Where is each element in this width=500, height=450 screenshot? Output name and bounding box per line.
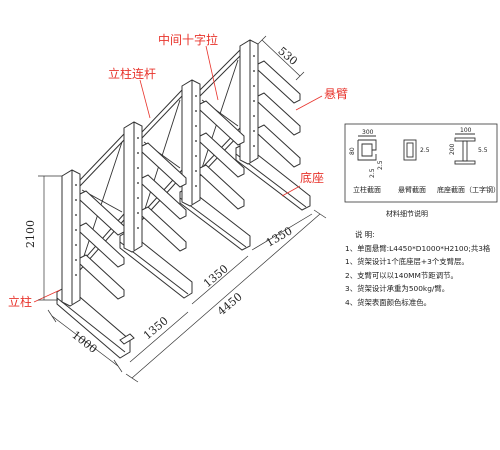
note-item: 1、货架设计1个底座层+3个支臂层。	[345, 257, 469, 266]
arm-section-caption: 悬臂截面	[398, 185, 426, 194]
column-section-caption: 立柱截面	[353, 185, 381, 194]
notes-block: 说 明: 1、单面悬臂:L4450*D1000*H2100;共3格 1、货架设计…	[345, 228, 495, 309]
dim-arm-length: 530	[275, 44, 299, 67]
dim-total-length: 4450	[215, 290, 245, 318]
dim-bay-front: 1350	[141, 314, 171, 342]
arms	[79, 60, 301, 300]
labels: 中间十字拉 立柱连杆 悬臂 底座 立柱	[8, 32, 348, 309]
label-column-tie: 立柱连杆	[108, 66, 156, 81]
note-item: 4、货架表面颜色标准色。	[345, 297, 432, 307]
section-panel-title: 材料细节说明	[386, 209, 428, 218]
notes-title: 说 明:	[355, 230, 375, 239]
label-column: 立柱	[8, 294, 32, 309]
base-section-top: 100	[460, 127, 472, 134]
arm-section-right: 2.5	[420, 147, 430, 154]
dimension-lines	[38, 35, 327, 383]
base-section-left: 200	[449, 143, 456, 155]
base-section-right: 5.5	[478, 147, 488, 154]
label-arm: 悬臂	[324, 87, 348, 101]
section-details-panel: 300 80 2.5 2.5 立柱截面 2.5 悬臂截面 100 200 5.5…	[344, 123, 500, 218]
leader-column-tie	[139, 79, 151, 119]
arm-section	[403, 139, 417, 161]
label-center-brace: 中间十字拉	[158, 32, 218, 47]
base-section	[454, 133, 476, 165]
column-section-bottom: 2.5	[369, 168, 376, 178]
column-section-right: 2.5	[377, 160, 384, 170]
dim-bay-back: 1350	[264, 224, 295, 249]
columns	[61, 39, 259, 307]
dim-bay-mid: 1350	[201, 262, 231, 290]
base-section-caption: 底座截面（工字钢）	[437, 185, 500, 194]
section-panel-border	[344, 123, 498, 203]
label-base: 底座	[300, 170, 324, 185]
leader-base	[281, 185, 301, 197]
column-section-left: 80	[349, 147, 356, 155]
note-item: 1、单面悬臂:L4450*D1000*H2100;共3格	[345, 243, 491, 253]
column-slots	[75, 55, 255, 276]
column-section-top: 300	[362, 129, 374, 136]
note-item: 3、货架设计承重为500kg/臂。	[345, 284, 450, 293]
leader-arm	[295, 95, 323, 111]
column-section	[357, 135, 377, 161]
leader-center-brace	[205, 45, 219, 101]
dim-height: 2100	[24, 220, 37, 248]
note-item: 2、支臂可以以140MM节距调节。	[345, 270, 458, 280]
